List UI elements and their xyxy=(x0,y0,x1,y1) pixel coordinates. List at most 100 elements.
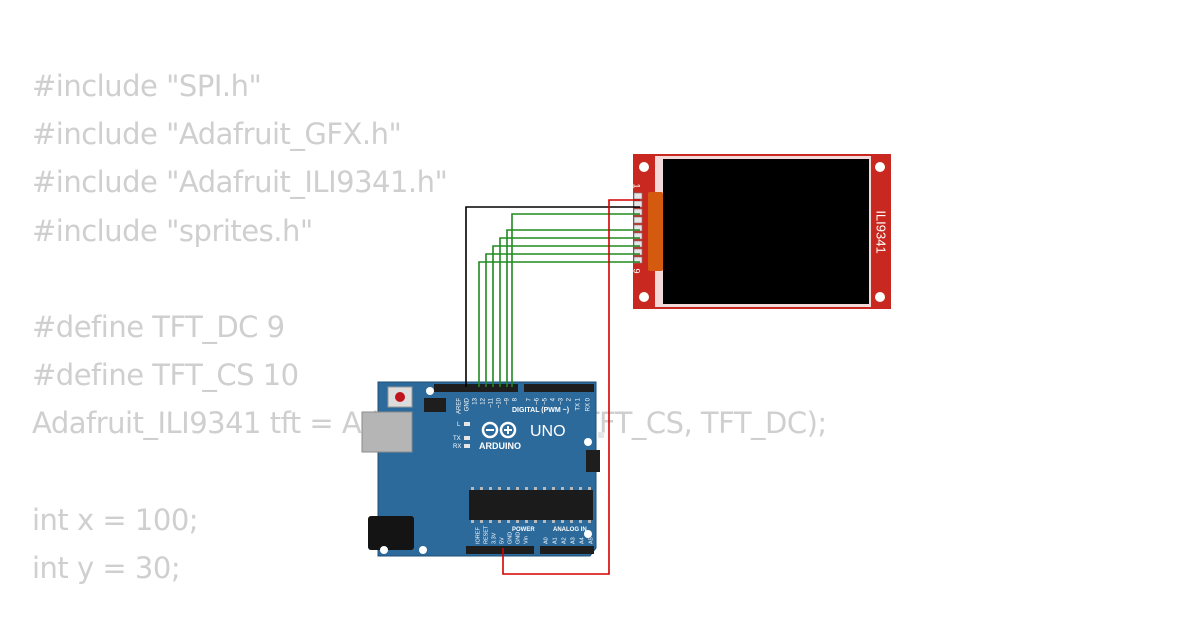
analog-header[interactable] xyxy=(540,546,594,554)
power-pin-labels: IOREF RESET 3.3V 5V GND GND Vin xyxy=(475,525,529,544)
chip-pins xyxy=(471,487,591,523)
model-label: UNO xyxy=(530,423,566,440)
signal-wire[interactable] xyxy=(485,253,640,387)
analog-label: ANALOG IN xyxy=(553,527,587,533)
display-pin[interactable] xyxy=(633,216,643,224)
pin-label: ~3 xyxy=(559,397,565,405)
display-pin[interactable] xyxy=(633,208,643,216)
pin-label: A5 xyxy=(588,537,594,544)
pin-label: GND xyxy=(515,532,521,544)
arduino-logo xyxy=(481,421,517,439)
display-pin-1-label: 1 xyxy=(632,183,642,188)
on-led xyxy=(598,432,604,438)
pin-label: A1 xyxy=(552,537,558,544)
pin-label: ~11 xyxy=(489,397,495,407)
display-pin-9-label: 9 xyxy=(632,268,642,273)
analog-pin-labels: A0 A1 A2 A3 A4 A5 xyxy=(543,537,594,544)
pin-label: 3.3V xyxy=(491,532,497,544)
pin-label: A2 xyxy=(561,537,567,544)
pin-label: A4 xyxy=(579,537,585,544)
display-screen xyxy=(663,159,869,304)
pin-label: GND xyxy=(507,532,513,544)
code-line: #define TFT_DC 9 xyxy=(32,309,285,344)
signal-wire[interactable] xyxy=(506,229,640,387)
pin-label: RESET xyxy=(483,525,489,544)
pin-label: 7 xyxy=(527,397,533,401)
digital-pin-labels: AREF GND 13 12 ~11 ~10 ~9 8 7 ~6 ~5 4 ~3… xyxy=(457,397,592,414)
power-wire[interactable] xyxy=(502,199,640,575)
gnd-wire[interactable] xyxy=(465,206,640,387)
pin-label: ~5 xyxy=(543,397,549,405)
code-line: #include "SPI.h" xyxy=(32,69,262,103)
code-line: #include "Adafruit_ILI9341.h" xyxy=(32,165,448,200)
digital-label: DIGITAL (PWM ~) xyxy=(512,407,569,414)
ili9341-display[interactable]: ILI9341 1 9 xyxy=(632,154,891,309)
pin-label: ~10 xyxy=(497,397,503,408)
pin-label: 8 xyxy=(513,397,519,401)
on-label: ON xyxy=(606,435,615,441)
pin-label: 4 xyxy=(551,397,557,401)
signal-wire[interactable] xyxy=(511,213,640,387)
mounting-hole xyxy=(875,292,885,302)
code-line: #include "Adafruit_GFX.h" xyxy=(32,117,402,152)
pin-label: TX 1 xyxy=(576,397,582,410)
pin-label: A0 xyxy=(543,537,549,544)
reset-button[interactable] xyxy=(395,392,405,402)
led-l xyxy=(464,422,470,426)
display-pin[interactable] xyxy=(633,224,643,232)
mounting-hole xyxy=(426,387,434,395)
digital-header-low[interactable] xyxy=(524,384,594,392)
pin-label: 12 xyxy=(481,397,487,404)
mounting-hole xyxy=(639,162,649,172)
pin-label: AREF xyxy=(457,398,463,414)
power-label: POWER xyxy=(512,527,535,533)
signal-wire[interactable] xyxy=(499,237,640,387)
pin-label: A3 xyxy=(570,537,576,544)
display-pin[interactable] xyxy=(633,256,643,264)
pin-label: RX 0 xyxy=(586,397,592,411)
signal-wire[interactable] xyxy=(478,261,640,387)
atmega-chip xyxy=(469,490,593,520)
led-tx xyxy=(464,436,470,440)
code-line: #define TFT_CS 10 xyxy=(32,358,299,393)
code-line: #include "sprites.h" xyxy=(32,213,313,248)
brand-label: ARDUINO xyxy=(479,441,521,451)
mounting-hole xyxy=(875,162,885,172)
pin-label: 5V xyxy=(499,537,505,544)
power-header[interactable] xyxy=(466,546,534,554)
wires xyxy=(465,199,640,575)
signal-wire[interactable] xyxy=(492,245,640,387)
usb-connector xyxy=(361,411,413,453)
display-ribbon xyxy=(648,192,663,271)
display-label: ILI9341 xyxy=(874,210,889,253)
pin-label: Vin xyxy=(523,536,529,544)
display-pin[interactable] xyxy=(633,232,643,240)
digital-header-high[interactable] xyxy=(434,384,518,392)
led-l-label: L xyxy=(457,422,461,428)
code-line: int x = 100; xyxy=(32,502,199,537)
code-line: int y = 30; xyxy=(32,550,181,585)
led-tx-label: TX xyxy=(453,436,461,442)
pin-label: ~6 xyxy=(535,397,541,405)
mounting-hole xyxy=(639,292,649,302)
pin-label: GND xyxy=(465,397,471,411)
arduino-uno-board[interactable]: AREF GND 13 12 ~11 ~10 ~9 8 7 ~6 ~5 4 ~3… xyxy=(361,381,615,557)
power-jack xyxy=(368,516,414,550)
pin-label: 2 xyxy=(567,397,573,401)
display-pin[interactable] xyxy=(633,240,643,248)
led-rx-label: RX xyxy=(453,444,461,450)
display-pin[interactable] xyxy=(633,200,643,208)
led-rx xyxy=(464,444,470,448)
mounting-hole xyxy=(584,438,592,446)
pin-label: ~9 xyxy=(505,397,511,405)
pin-label: IOREF xyxy=(475,527,481,544)
display-pin[interactable] xyxy=(633,192,643,200)
display-pin[interactable] xyxy=(633,248,643,256)
mounting-hole xyxy=(419,546,427,554)
pin-label: 13 xyxy=(473,397,479,404)
display-pin-header xyxy=(633,192,643,264)
mounting-hole xyxy=(380,546,388,554)
icsp-header xyxy=(424,398,600,472)
mounting-hole xyxy=(584,530,592,538)
